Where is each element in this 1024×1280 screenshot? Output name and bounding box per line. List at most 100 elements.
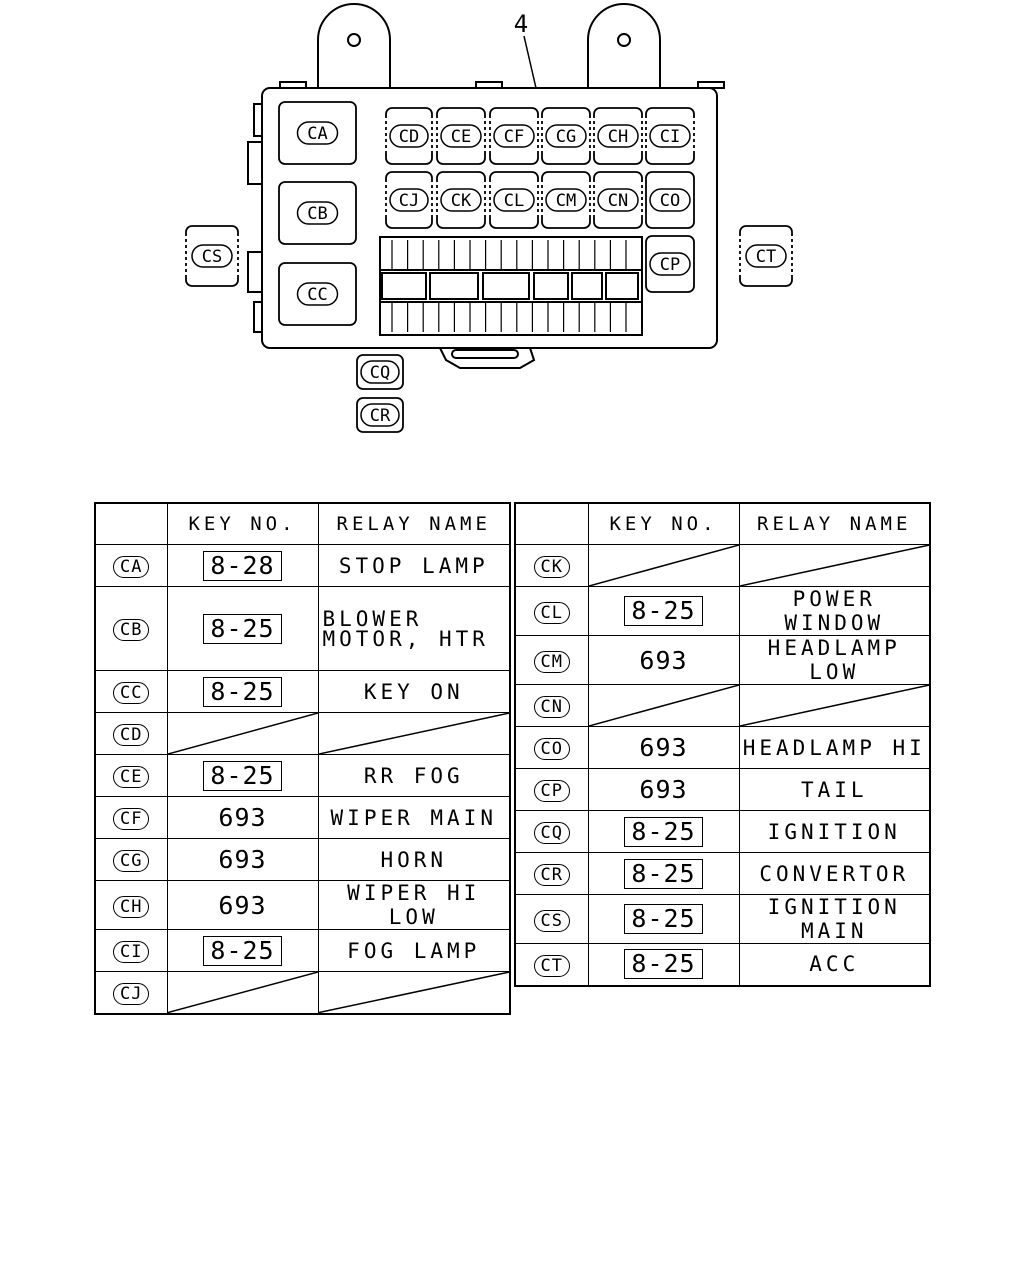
relay-box-label: CQ — [370, 363, 390, 383]
key-no-cell: 693 — [587, 768, 740, 811]
relay-box-7: CG — [540, 107, 592, 165]
relay-name: CONVERTOR — [759, 861, 910, 886]
key-no-cell: 8-25 — [587, 586, 740, 636]
relay-code-cell: CE — [94, 754, 168, 797]
relay-code-cell: CD — [94, 712, 168, 755]
relay-code-cell: CA — [94, 544, 168, 587]
table-header-row: KEY NO.RELAY NAME — [94, 502, 511, 545]
relay-box-17: CQ — [356, 354, 404, 390]
relay-code: CJ — [113, 982, 150, 1005]
relay-name: IGNITION — [767, 819, 901, 844]
key-no-cell: 693 — [166, 838, 319, 881]
relay-box-label: CI — [660, 127, 680, 147]
relay-name: HORN — [380, 847, 448, 872]
relay-box-label: CO — [660, 191, 680, 211]
relay-code-cell: CJ — [94, 971, 168, 1014]
relay-name: WIPER MAIN — [330, 805, 497, 830]
relay-name-cell: HEADLAMP LOW — [738, 635, 931, 685]
key-no-cell: 8-25 — [166, 586, 319, 671]
relay-code-cell: CF — [94, 796, 168, 839]
table-header-cell: KEY NO. — [166, 502, 319, 545]
key-no-cell: 8-25 — [166, 670, 319, 713]
key-no: 8-25 — [624, 596, 703, 626]
empty-slash — [168, 972, 318, 1013]
relay-box-label: CN — [608, 191, 628, 211]
relay-box-18: CR — [356, 397, 404, 433]
key-no: 8-25 — [203, 676, 282, 707]
relay-name-cell: BLOWER MOTOR, HTR — [317, 586, 511, 671]
relay-code-cell: CB — [94, 586, 168, 671]
relay-code: CI — [113, 941, 150, 963]
table-row: CK — [514, 544, 931, 587]
relay-name-cell — [317, 712, 511, 755]
relay-box-15: CO — [645, 171, 695, 229]
key-no: 8-25 — [203, 935, 282, 966]
table-row: CI 8-25 FOG LAMP — [94, 929, 511, 972]
relay-box-5: CE — [435, 107, 487, 165]
relay-name: HEADLAMP LOW — [767, 636, 901, 684]
table-header-cell: RELAY NAME — [738, 502, 931, 545]
relay-box-label: CC — [307, 285, 327, 305]
key-no-cell — [587, 684, 740, 727]
relay-code: CO — [533, 738, 570, 760]
relay-name: KEY ON — [363, 679, 464, 704]
relay-box-label: CM — [556, 191, 576, 211]
table-row: CQ 8-25 IGNITION — [514, 810, 931, 853]
relay-box-19: CS — [184, 225, 240, 287]
relay-name: TAIL — [800, 777, 868, 802]
relay-box-13: CM — [540, 171, 592, 229]
table-header-row: KEY NO.RELAY NAME — [514, 502, 931, 545]
relay-code: CS — [533, 909, 570, 932]
relay-box-10: CJ — [384, 171, 434, 229]
relay-box-label: CD — [399, 127, 419, 147]
relay-name-cell: HORN — [317, 838, 511, 881]
relay-box-9: CI — [644, 107, 696, 165]
relay-code-cell: CP — [514, 768, 589, 811]
relay-code-cell: CH — [94, 880, 168, 930]
relay-code: CT — [533, 954, 570, 977]
relay-code: CP — [533, 780, 570, 802]
relay-name-cell: FOG LAMP — [317, 929, 511, 972]
relay-box-1: CA — [278, 101, 357, 165]
relay-name-cell: RR FOG — [317, 754, 511, 797]
relay-name: WIPER HI LOW — [347, 881, 481, 929]
key-no-cell: 8-25 — [166, 929, 319, 972]
relay-name: IGNITION MAIN — [767, 895, 901, 943]
relay-box-label: CK — [451, 191, 472, 211]
key-no-cell: 8-25 — [166, 754, 319, 797]
table-row: CN — [514, 684, 931, 727]
relay-code: CM — [533, 650, 570, 673]
relay-name-cell: WIPER HI LOW — [317, 880, 511, 930]
relay-code: CE — [113, 766, 150, 788]
relay-name-cell: IGNITION — [738, 810, 931, 853]
relay-code: CF — [113, 808, 150, 830]
key-no: 693 — [639, 775, 688, 804]
key-no: 693 — [218, 845, 267, 874]
table-header-cell — [94, 502, 168, 545]
relay-code: CL — [533, 601, 570, 624]
relay-name-cell: HEADLAMP HI — [738, 726, 931, 769]
relay-box-14: CN — [592, 171, 644, 229]
fuse-box-outline — [247, 3, 725, 369]
empty-slash — [168, 713, 318, 754]
relay-box-16: CP — [645, 235, 695, 293]
key-no: 8-25 — [624, 816, 703, 847]
empty-slash — [589, 545, 739, 586]
table-row: CG 693 HORN — [94, 838, 511, 881]
empty-slash — [319, 713, 510, 754]
relay-code: CK — [533, 556, 570, 578]
key-no-cell: 693 — [587, 635, 740, 685]
relay-code: CQ — [533, 822, 570, 844]
relay-name-cell: TAIL — [738, 768, 931, 811]
table-header-cell: KEY NO. — [587, 502, 740, 545]
relay-code: CG — [113, 850, 150, 872]
table-row: CD — [94, 712, 511, 755]
relay-box-label: CP — [660, 255, 680, 275]
callout-number: 4 — [514, 10, 528, 38]
empty-slash — [740, 545, 930, 586]
